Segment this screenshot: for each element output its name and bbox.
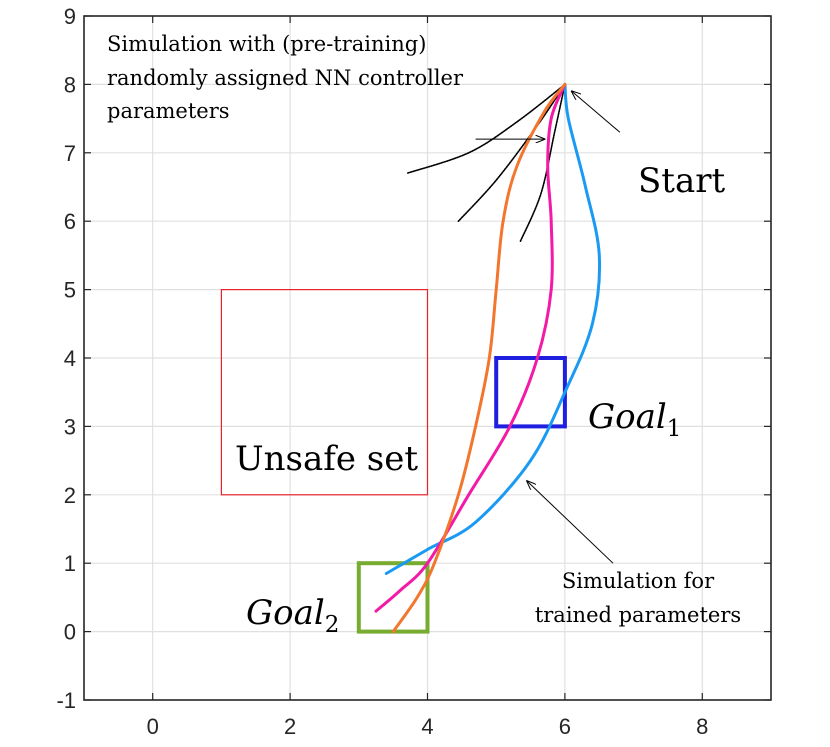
annotation-sim-trained: Simulation for trained parameters (535, 569, 741, 627)
annotation-arrows (475, 91, 621, 564)
annotation-text: Simulation for (562, 569, 715, 593)
x-tick-label: 2 (284, 714, 296, 739)
y-tick-label: 4 (64, 346, 76, 371)
goal1-label-subscript: 1 (667, 416, 682, 442)
x-tick-label: 8 (696, 714, 708, 739)
unsafe-region (220, 289, 429, 496)
pre-training-trajectory (519, 83, 566, 243)
x-tick-label: 4 (421, 714, 433, 739)
y-tick-label: 5 (64, 278, 76, 303)
y-tick-label: 6 (64, 209, 76, 234)
pre-training-trajectory (457, 83, 566, 222)
start-label: Start (638, 161, 725, 201)
goal2-label-main: Goal (246, 593, 325, 633)
y-tick-label: 2 (64, 483, 76, 508)
y-tick-labels: -1 0 1 2 3 4 5 6 7 8 9 (56, 4, 76, 713)
y-tick-label: 9 (64, 4, 76, 29)
x-tick-label: 0 (147, 714, 159, 739)
x-tick-label: 6 (559, 714, 571, 739)
pre-training-trajectory (406, 83, 566, 175)
y-tick-label: 1 (64, 551, 76, 576)
series-layer (374, 82, 602, 634)
annotation-text: randomly assigned NN controller (107, 66, 464, 90)
unsafe-set-label: Unsafe set (235, 439, 418, 479)
goal1-label: Goal1 (588, 397, 681, 442)
x-tick-labels: 0 2 4 6 8 (147, 714, 709, 739)
annotation-arrow (527, 481, 614, 564)
annotation-arrow (572, 91, 621, 133)
annotation-sim-pre: Simulation with (pre-training) randomly … (107, 32, 464, 123)
y-tick-label: -1 (56, 688, 76, 713)
trained-trajectory-magenta (374, 82, 567, 613)
annotation-text: Simulation with (pre-training) (107, 32, 426, 56)
goal2-label: Goal2 (246, 593, 339, 638)
y-tick-label: 3 (64, 414, 76, 439)
goal2-label-subscript: 2 (325, 612, 340, 638)
annotation-text: trained parameters (535, 603, 741, 627)
trained-trajectory-orange (391, 82, 567, 634)
y-tick-label: 7 (64, 141, 76, 166)
y-tick-label: 0 (64, 620, 76, 645)
y-tick-label: 8 (64, 72, 76, 97)
trained-trajectory-blue (384, 82, 602, 575)
axes-frame (83, 15, 772, 701)
annotation-text: parameters (107, 99, 230, 123)
goal1-label-main: Goal (588, 397, 667, 437)
